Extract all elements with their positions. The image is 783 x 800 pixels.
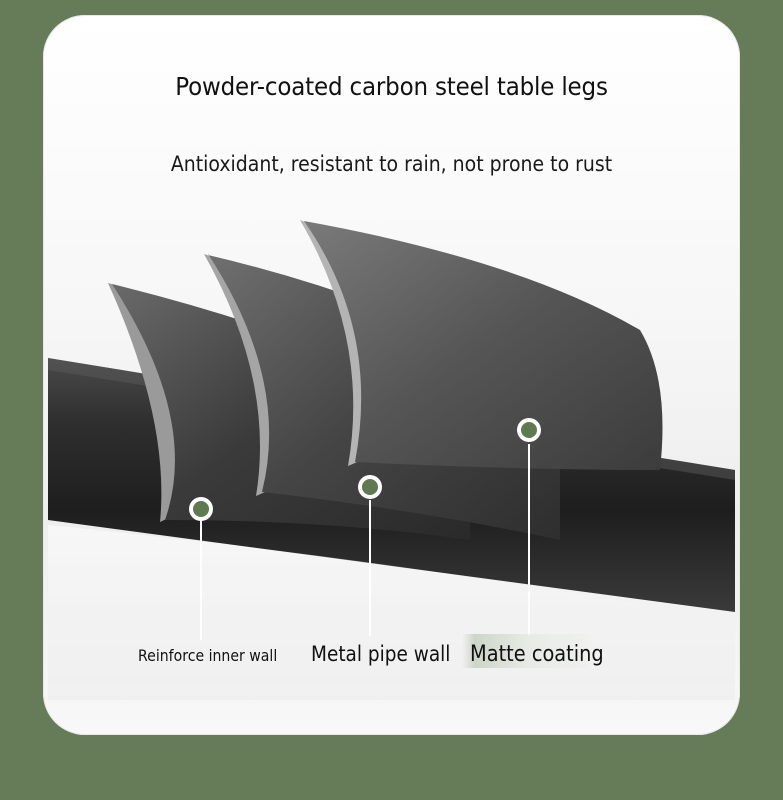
page-title: Powder-coated carbon steel table legs [175,72,608,101]
marker-matte-coating-icon [517,418,541,442]
matte-label-highlight [462,634,590,668]
page-subtitle: Antioxidant, resistant to rain, not pron… [170,152,613,176]
coating-layer-face [304,221,663,470]
marker-pipe-wall-icon [358,475,382,499]
callout-label-pipe-wall: Metal pipe wall [311,642,451,666]
callout-label-inner-wall: Reinforce inner wall [138,646,278,665]
callout-label-matte-coating: Matte coating [470,642,604,667]
floor-reflection [48,525,735,700]
marker-inner-wall-icon [189,497,213,521]
